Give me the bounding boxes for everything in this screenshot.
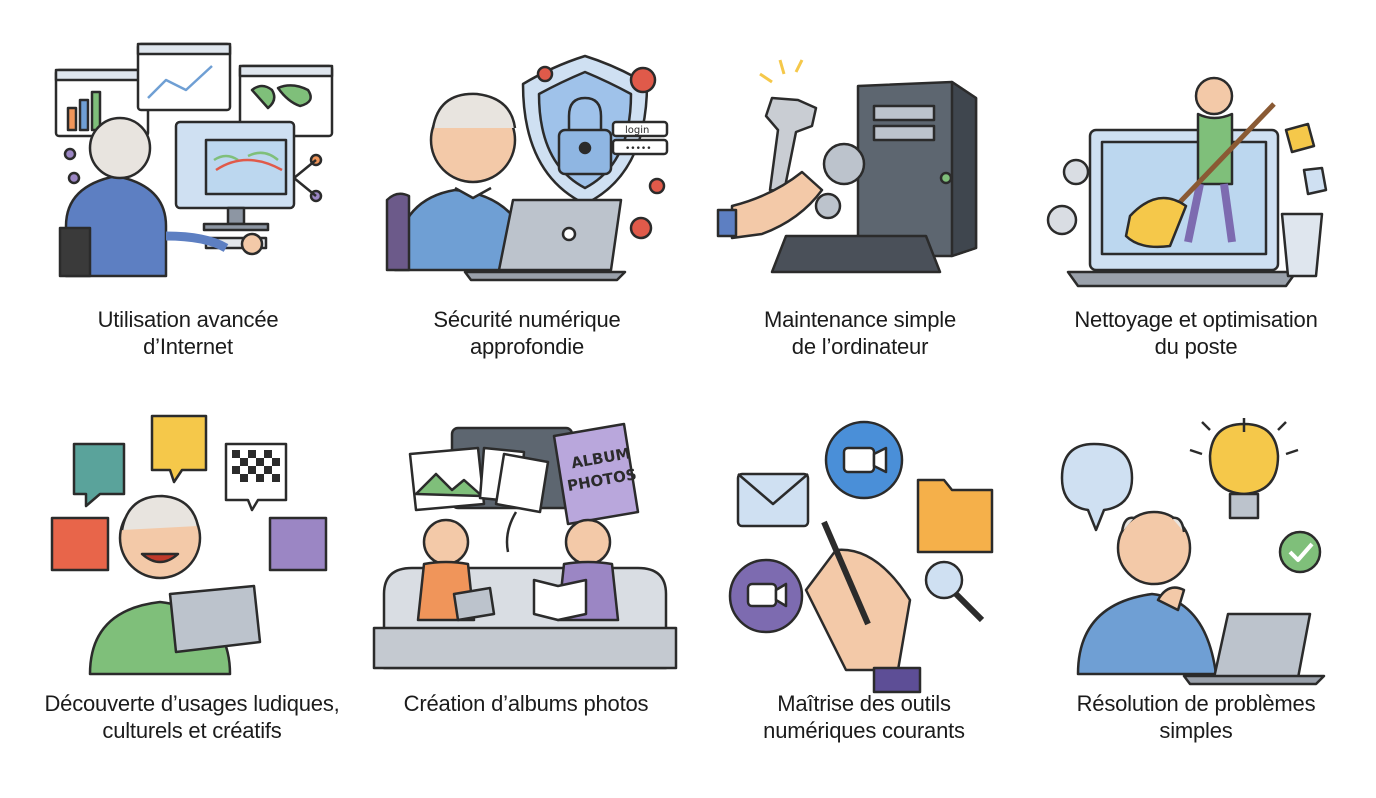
caption-line-2: approfondie: [469, 334, 584, 359]
illustration-maintenance: [688, 30, 1032, 330]
login-label: login: [625, 125, 649, 136]
illustration-security: login •••••: [355, 30, 699, 330]
caption-security: Sécurité numérique approfondie: [355, 306, 699, 360]
caption-line-1: Découverte d’usages ludiques,: [44, 691, 340, 716]
caption-maintenance: Maintenance simple de l’ordinateur: [688, 306, 1032, 360]
caption-line-1: Résolution de problèmes: [1076, 691, 1316, 716]
illustration-leisure: [20, 414, 364, 714]
caption-line-2: simples: [1159, 718, 1233, 743]
card-leisure: Découverte d’usages ludiques, culturels …: [20, 414, 364, 798]
caption-tools: Maîtrise des outils numériques courants: [692, 690, 1036, 744]
card-problems: Résolution de problèmes simples: [1024, 414, 1368, 798]
caption-line-2: du poste: [1154, 334, 1238, 359]
caption-line-2: numériques courants: [763, 718, 965, 743]
caption-line-1: Création d’albums photos: [403, 691, 649, 716]
illustration-internet: [16, 30, 360, 330]
caption-line-2: culturels et créatifs: [102, 718, 282, 743]
caption-problems: Résolution de problèmes simples: [1024, 690, 1368, 744]
caption-line-1: Maîtrise des outils: [777, 691, 951, 716]
magnifier-icon: [924, 560, 964, 600]
card-internet: Utilisation avancée d’Internet: [16, 30, 360, 414]
computer-user-icon: [54, 42, 334, 278]
caption-albums: Création d’albums photos: [354, 690, 698, 717]
caption-line-1: Utilisation avancée: [97, 307, 279, 332]
caption-leisure: Découverte d’usages ludiques, culturels …: [20, 690, 364, 744]
caption-line-2: d’Internet: [143, 334, 233, 359]
activities-grid: Utilisation avancée d’Internet: [16, 30, 1368, 743]
illustration-cleaning: [1024, 30, 1368, 330]
password-mask: •••••: [625, 144, 652, 154]
caption-line-2: de l’ordinateur: [791, 334, 929, 359]
caption-internet: Utilisation avancée d’Internet: [16, 306, 360, 360]
caption-line-1: Sécurité numérique: [433, 307, 621, 332]
folder-icon: [916, 478, 994, 554]
illustration-albums: ALBUM PHOTOS: [354, 414, 698, 714]
lightbulb-icon: [1208, 422, 1280, 496]
illustration-tools: [692, 414, 1036, 714]
mail-icon: [736, 472, 810, 528]
question-icon: [1060, 442, 1134, 532]
card-albums: ALBUM PHOTOS Création d’albums photos: [354, 414, 698, 798]
card-cleaning: Nettoyage et optimisation du poste: [1024, 30, 1368, 414]
card-tools: Maîtrise des outils numériques courants: [692, 414, 1036, 798]
illustration-problems: [1024, 414, 1368, 714]
caption-cleaning: Nettoyage et optimisation du poste: [1024, 306, 1368, 360]
card-security: login ••••• Sécurité numérique approfond…: [355, 30, 699, 414]
caption-line-1: Maintenance simple: [763, 307, 957, 332]
caption-line-1: Nettoyage et optimisation: [1074, 307, 1318, 332]
checkmark-icon: [1278, 530, 1322, 574]
card-maintenance: Maintenance simple de l’ordinateur: [688, 30, 1032, 414]
